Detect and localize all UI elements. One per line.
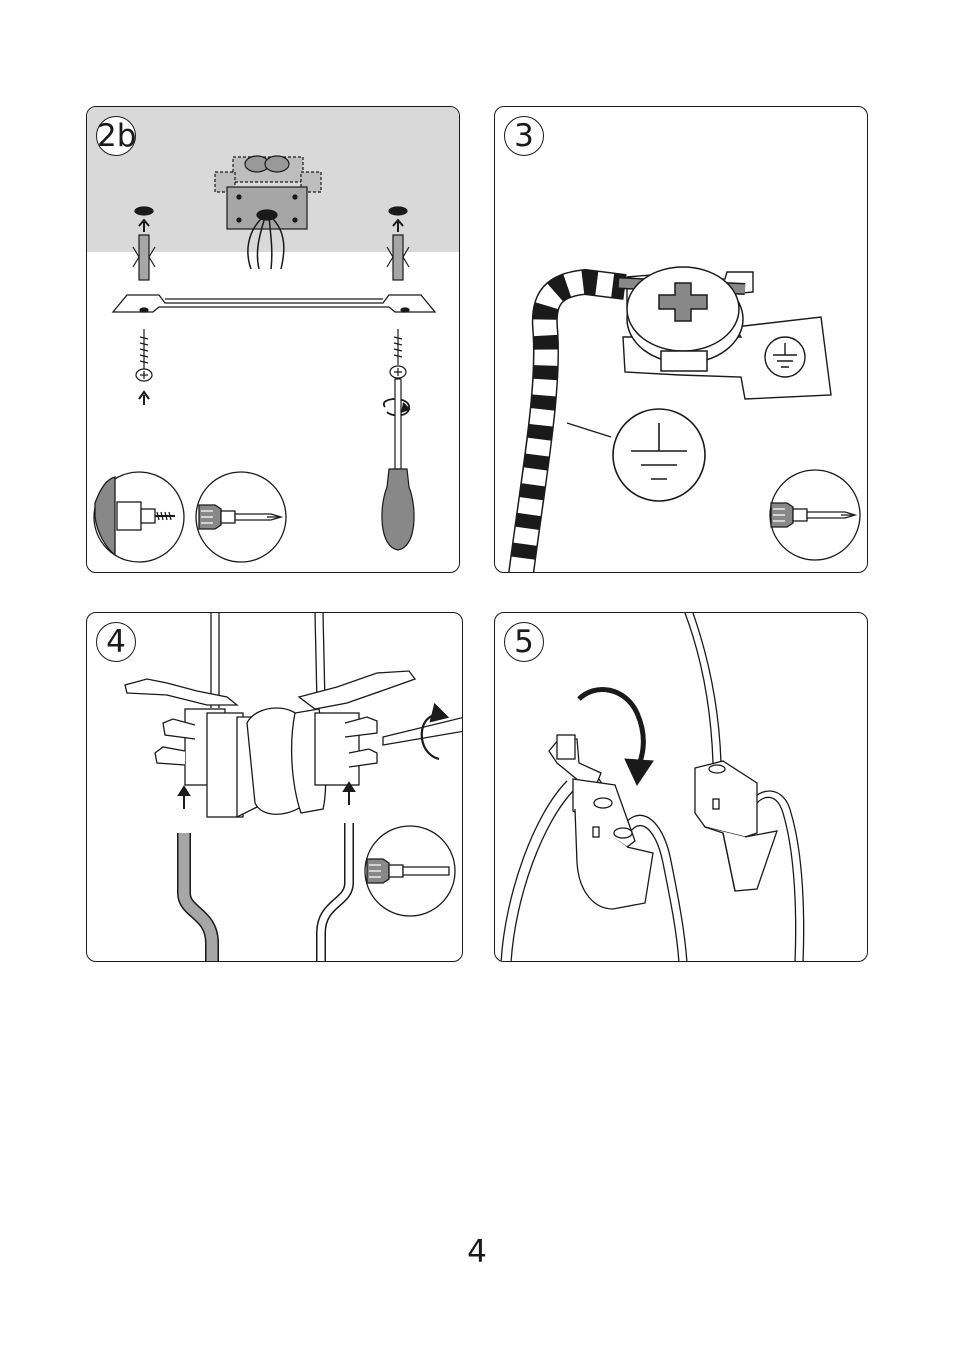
step-number-3: 3 bbox=[504, 116, 544, 156]
step-5-illustration bbox=[495, 613, 868, 962]
mounting-bracket-icon bbox=[113, 295, 435, 312]
screwdriver-icon bbox=[196, 472, 286, 562]
screwdriver-icon bbox=[770, 470, 860, 560]
ground-symbol-icon bbox=[765, 337, 805, 377]
drill-icon bbox=[94, 472, 184, 562]
panel-step-2b: 2b bbox=[86, 106, 460, 573]
terminal-block-icon bbox=[125, 679, 263, 817]
screw-icon bbox=[136, 329, 152, 405]
cable-icon bbox=[211, 613, 325, 708]
step-number-2b: 2b bbox=[96, 116, 136, 156]
callout-leader bbox=[567, 423, 611, 437]
panel-step-4: 4 bbox=[86, 612, 463, 962]
step-number-4: 4 bbox=[96, 622, 136, 662]
step-3-illustration bbox=[495, 107, 868, 573]
panel-step-3: 3 bbox=[494, 106, 868, 573]
strain-relief-clamp-icon bbox=[695, 761, 777, 891]
screwdriver-icon bbox=[365, 826, 455, 916]
step-number-5: 5 bbox=[504, 622, 544, 662]
cable-icon bbox=[184, 823, 349, 962]
step-4-illustration bbox=[87, 613, 463, 962]
page-number: 4 bbox=[0, 1234, 954, 1270]
ground-symbol-icon bbox=[613, 409, 705, 501]
step-2b-illustration bbox=[87, 107, 460, 573]
panel-step-5: 5 bbox=[494, 612, 868, 962]
screw-icon bbox=[390, 329, 406, 378]
